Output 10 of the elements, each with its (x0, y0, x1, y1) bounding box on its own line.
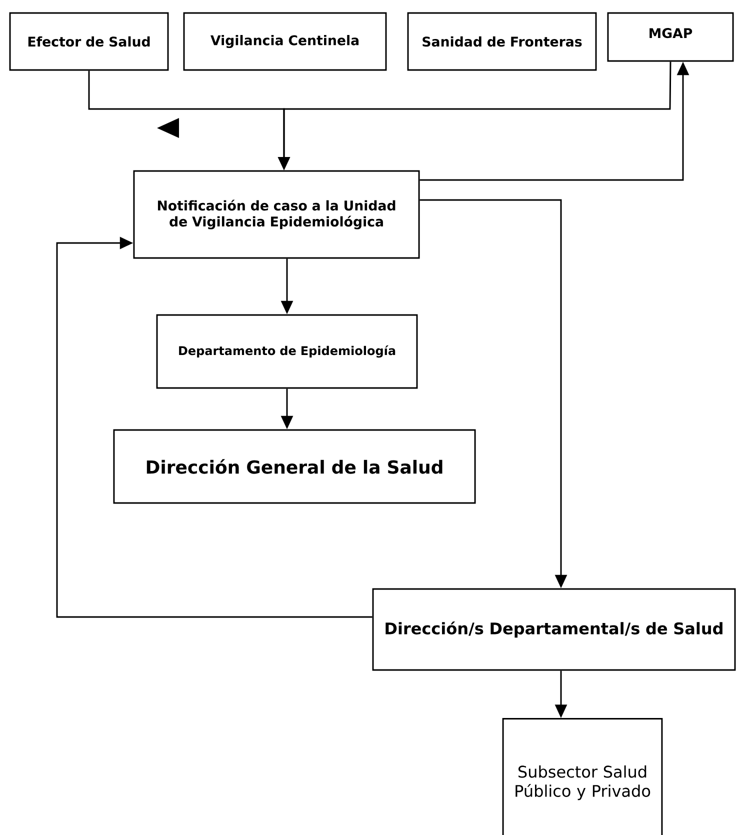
process-box: MGAP (607, 12, 734, 62)
process-box: Notificación de caso a la Unidad de Vigilancia Epidemiológica (133, 170, 420, 259)
process-box: Subsector Salud Público y Privado (502, 718, 663, 835)
process-box: Dirección General de la Salud (113, 429, 476, 504)
arrow (56, 236, 372, 618)
process-box: Departamento de Epidemiología (156, 314, 418, 389)
process-box: Dirección/s Departamental/s de Salud (372, 588, 736, 671)
process-box: Vigilancia Centinela (183, 12, 387, 71)
process-box: Sanidad de Fronteras (407, 12, 597, 71)
process-box: Efector de Salud (9, 12, 169, 71)
